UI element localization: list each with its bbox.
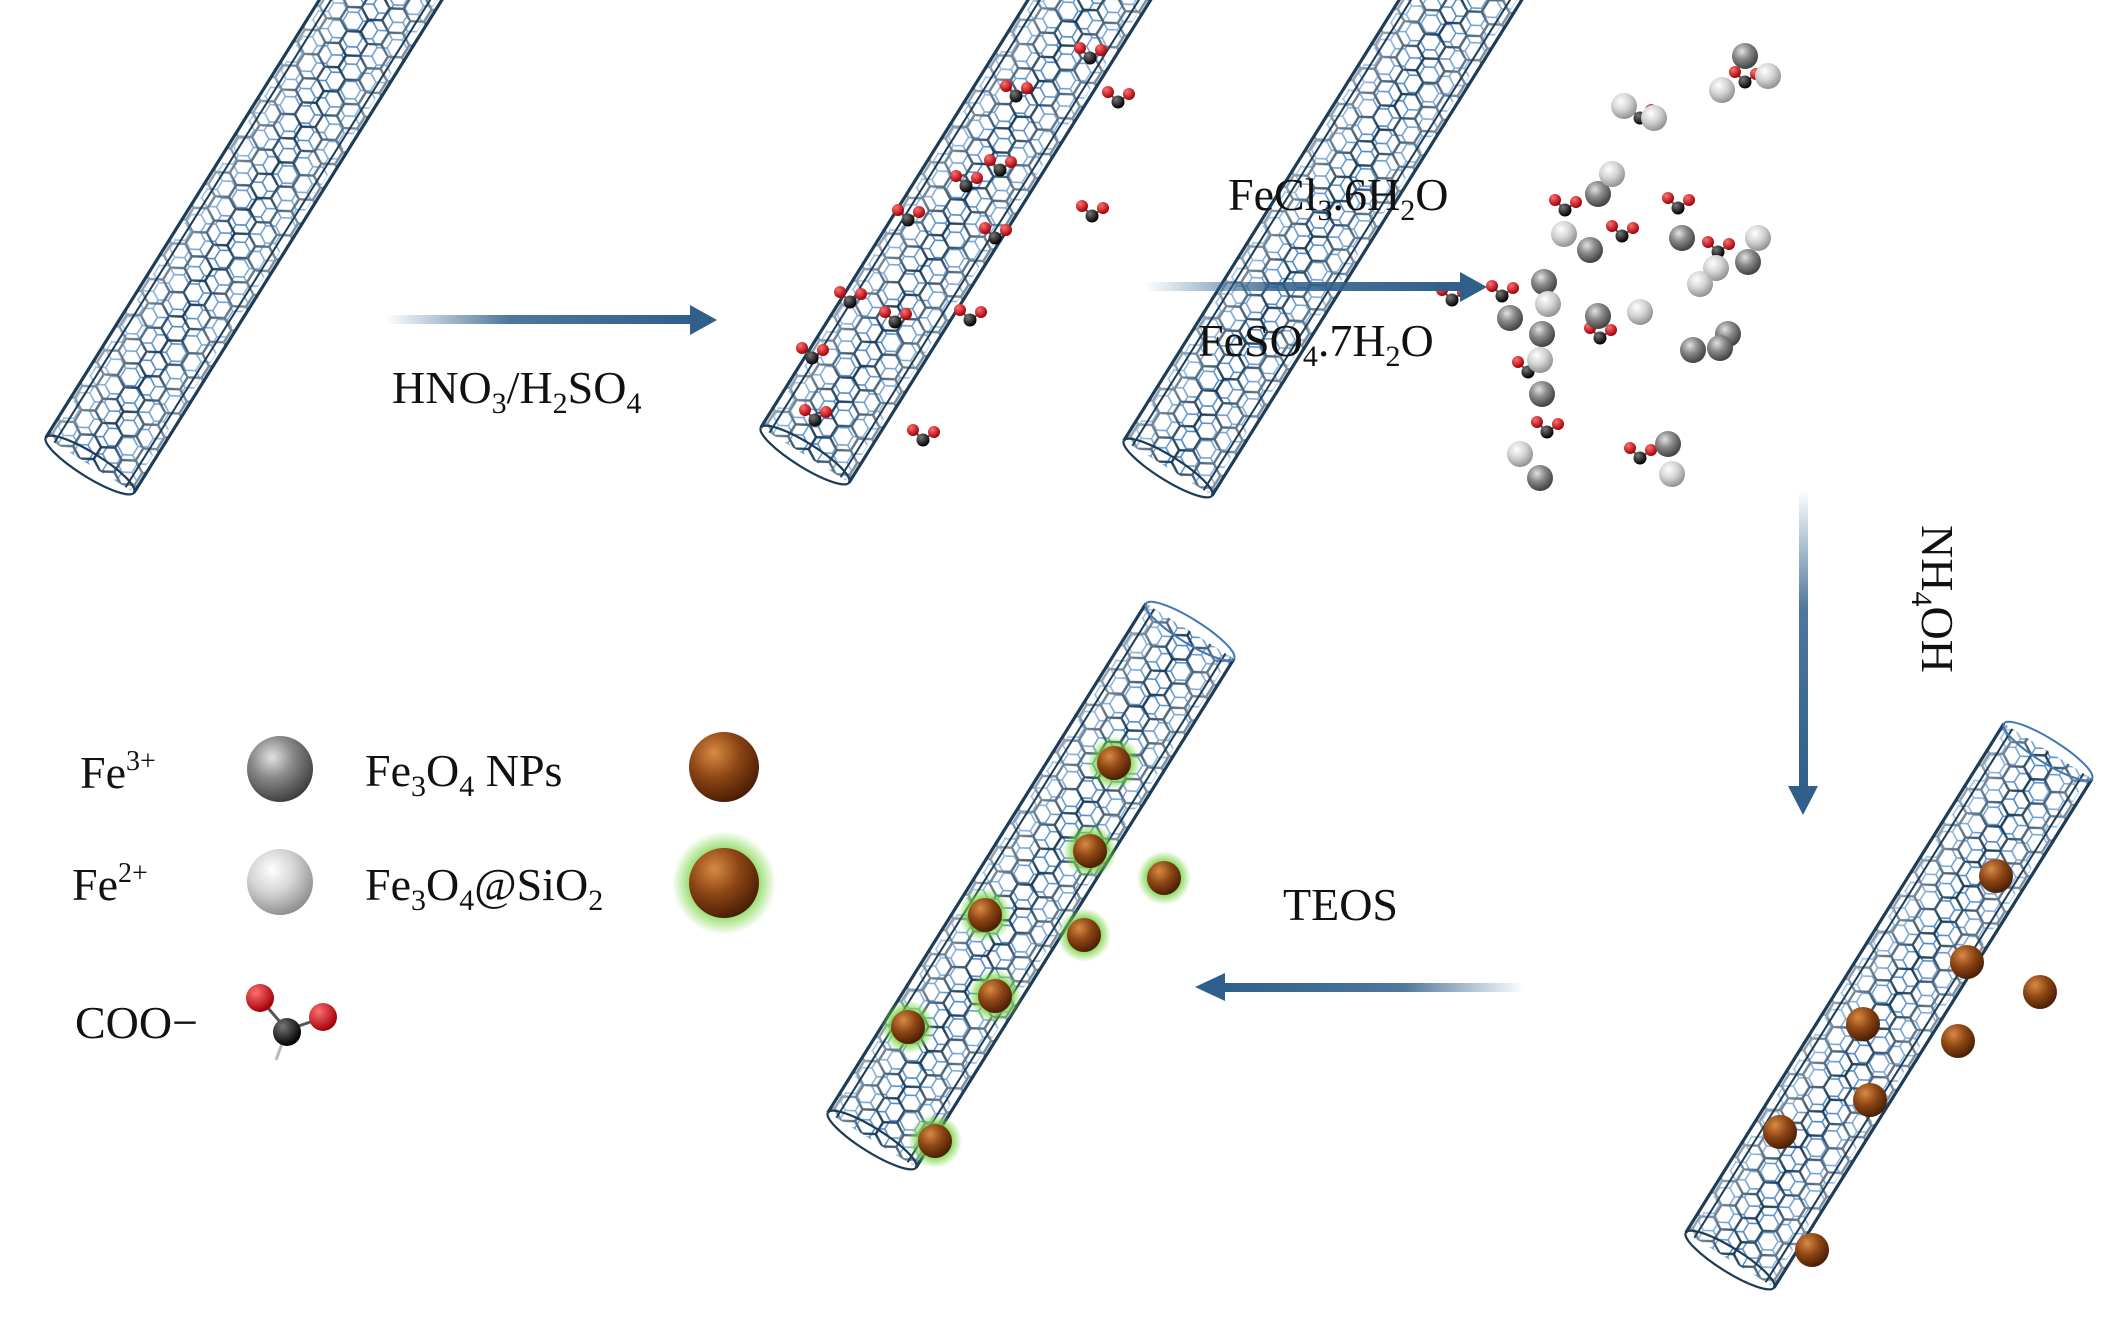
teos-label: TEOS <box>1283 879 1398 930</box>
legend-coated-label: Fe3O4@SiO2 <box>365 859 604 917</box>
legend-fe2-label: Fe2+ <box>72 858 148 910</box>
feso4-label: FeSO4.7H2O <box>1198 315 1434 373</box>
legend-fe3-label: Fe3+ <box>80 746 156 798</box>
legend-fe2-sphere <box>247 849 313 915</box>
acid-label: HNO3/H2SO4 <box>392 362 642 420</box>
nh4oh-label: NH4OH <box>1905 525 1963 673</box>
pristine-nanotube <box>37 0 461 505</box>
legend-np-label: Fe3O4 NPs <box>365 745 563 803</box>
iron-ion-nanotube <box>1115 0 1539 508</box>
legend-coated-sphere <box>672 831 776 935</box>
arrow-ammonia <box>1788 490 1818 815</box>
arrow-acid-treatment <box>385 305 717 335</box>
iron-ions <box>1435 43 1781 491</box>
arrow-teos <box>1195 973 1525 1001</box>
arrow-iron-salts <box>1145 272 1487 302</box>
legend-fe3-sphere <box>247 736 313 802</box>
legend-coo-label: COO− <box>75 997 199 1048</box>
fecl3-label: FeCl3.6H2O <box>1228 169 1449 227</box>
legend-np-sphere <box>689 732 759 802</box>
legend-coo-molecule <box>246 984 337 1061</box>
